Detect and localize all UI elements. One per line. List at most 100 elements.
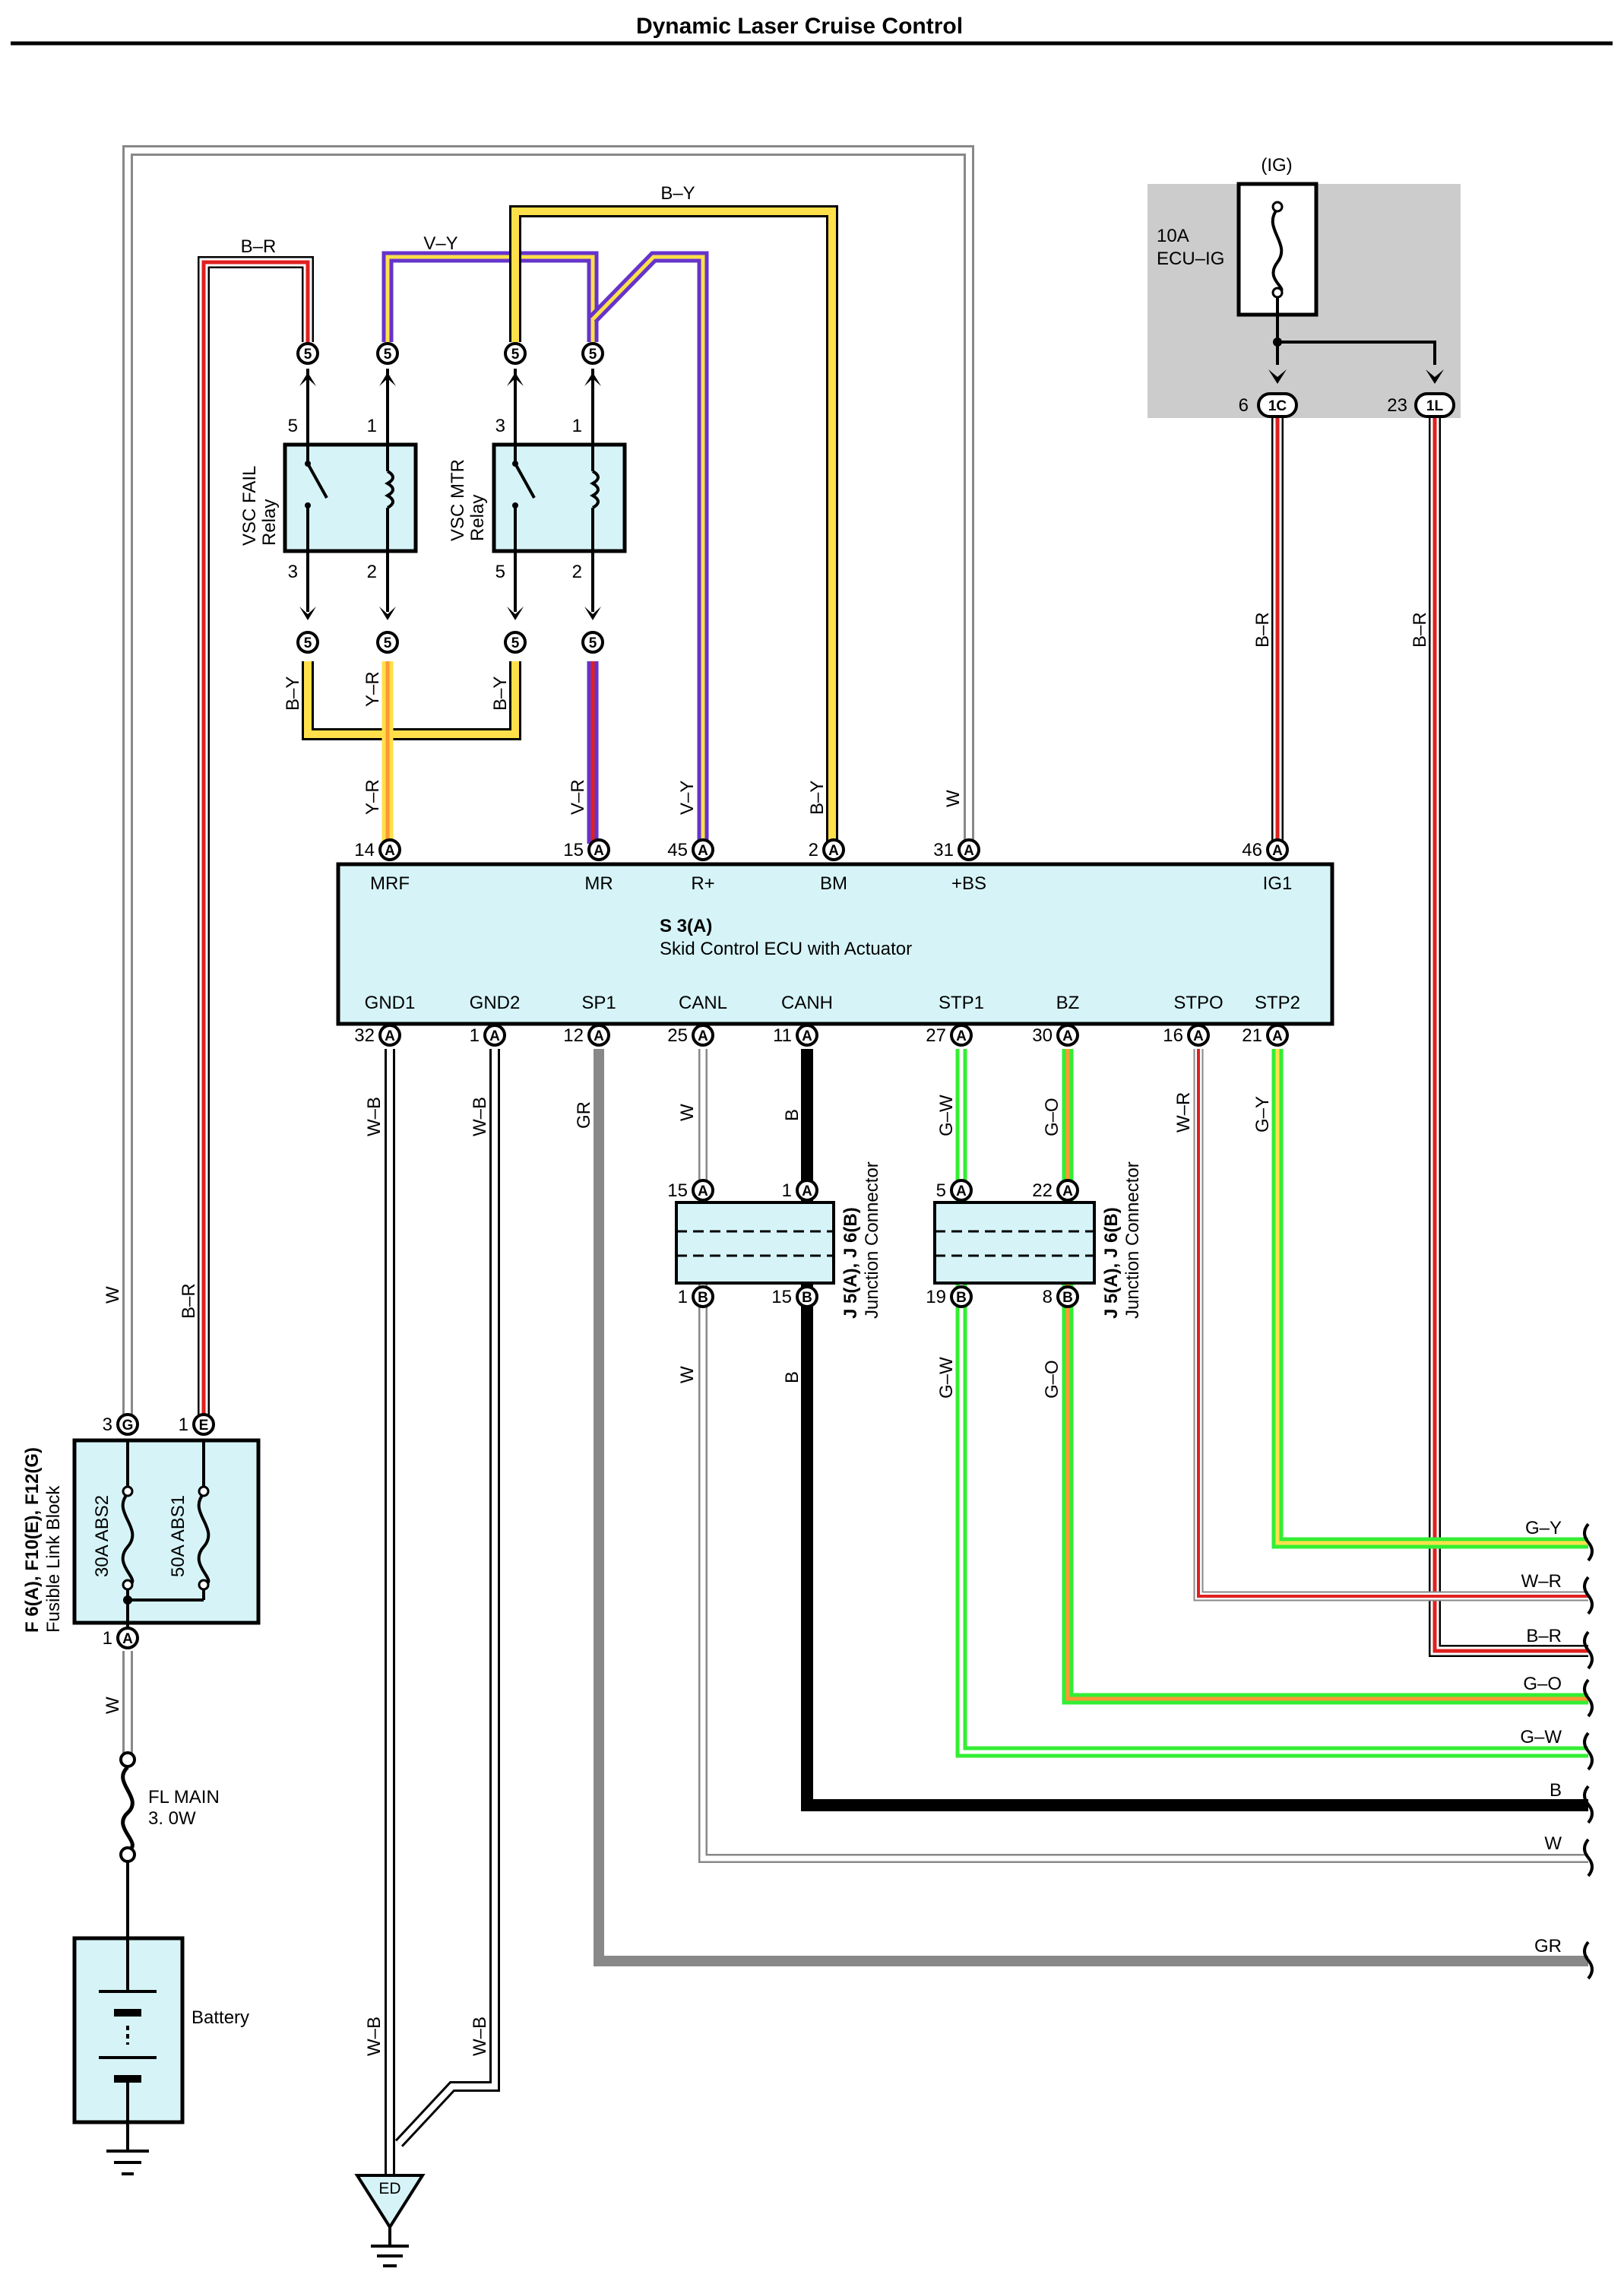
connector-code: B [1062,1290,1073,1306]
connector-code: A [1062,1183,1073,1199]
connector-arrow [1426,369,1444,384]
wire-label: B [782,1109,803,1121]
connector-arrow [584,607,601,620]
ecu-pin-canl: A [692,1024,714,1047]
connector-arrow [584,372,601,386]
mtr-relay-sub: Relay [467,495,488,541]
output-wire-label: W–R [1521,1571,1562,1592]
battery-label: Battery [192,2007,249,2028]
pin-name: MR [584,873,613,894]
pin-name: GND1 [365,993,416,1013]
fuse-terminal [122,1579,134,1591]
connector-arrow [379,372,396,386]
pin-number: 25 [667,1025,688,1046]
wire-label: W–B [364,2017,385,2056]
pin-number: 1 [470,1025,480,1046]
fuse-terminal [1271,201,1284,213]
ig-junction-wire [1276,297,1436,365]
wire-br-out [1429,418,1588,1657]
pin-number: 2 [572,562,582,582]
fuse-terminal [198,1485,210,1497]
pin-number: 6 [1239,395,1249,416]
wire-label: G–O [1042,1360,1062,1399]
fuse-element-icon [1271,208,1284,294]
relay-connector-bottom: 5 [504,631,527,654]
wire-label: W [943,790,964,807]
connector-arrow [507,372,524,386]
connector-code: 5 [511,635,520,651]
ecu-id: S 3(A) [660,916,712,936]
pin-number: 15 [771,1287,792,1307]
ecu-pin-stp2: A [1266,1024,1289,1047]
ecu-pin-stpo: A [1187,1024,1210,1047]
fusible-pin-e: E [192,1413,215,1436]
pin-number: 15 [563,840,584,860]
fusible-name: Fusible Link Block [43,1485,64,1633]
ecu-pin-canh: A [796,1024,818,1047]
connector-code: B [956,1290,967,1306]
wire-stp2 [1271,1049,1588,1549]
wire-label: Y–R [362,779,383,815]
relay-connector-top: 5 [296,342,319,365]
connector-arrow [1268,369,1287,384]
pin-number: 5 [936,1180,946,1201]
wire-label: W [103,1697,123,1714]
pin-number: 14 [354,840,375,860]
wire-label: W–B [470,2017,490,2056]
pin-number: 8 [1043,1287,1053,1307]
pin-number: 27 [926,1025,946,1046]
junction-pin-a: A [692,1179,714,1202]
output-wire-label: G–W [1520,1727,1562,1747]
wire-label: G–O [1042,1098,1062,1136]
diagram-title: Dynamic Laser Cruise Control [636,14,963,39]
pin-name: SP1 [581,993,616,1013]
fuse-label: 30A ABS2 [92,1495,112,1577]
fl-main-fuse-icon [121,1766,135,1853]
splice-point [1273,337,1282,347]
output-wire-label: G–O [1523,1674,1562,1694]
wire-label: B–Y [807,781,828,815]
relay-connector-top: 5 [376,342,399,365]
wire-label: B–Y [283,676,303,711]
wire-w-bs [122,145,974,1424]
connector-1l-label: 1L [1426,398,1444,414]
ecu-pin-bs: A [958,838,980,861]
connector-code: A [385,843,395,859]
pin-number: 32 [354,1025,375,1046]
fuse-terminal [198,1579,210,1591]
connector-code: A [698,1028,708,1044]
pin-number: 1 [572,416,582,436]
connector-code: A [1193,1028,1204,1044]
connector-code: A [1272,843,1283,859]
relay-connector-top: 5 [581,342,604,365]
wire-label: V–Y [677,781,698,815]
ecu-pin-bz: A [1056,1024,1079,1047]
pin-name: R+ [691,873,714,894]
splice-point [123,1595,132,1605]
junction-pin-b: B [796,1285,818,1308]
ecu-pin-gnd2: A [483,1024,506,1047]
pin-number: 23 [1387,395,1407,416]
connector-code: 5 [304,635,312,651]
wire-label: W [677,1366,698,1383]
pin-number: 22 [1032,1180,1053,1201]
fl-main-label: FL MAIN [148,1787,220,1808]
fl-main-rating: 3. 0W [148,1808,196,1829]
fuse-terminal [1271,287,1284,299]
fuse-terminal [119,1846,136,1863]
ecu-pin-mr: A [587,838,610,861]
junction-pin-a: A [796,1179,818,1202]
connector-code: A [956,1183,967,1199]
output-wire-label: W [1544,1833,1562,1854]
connector-code: A [698,843,708,859]
wire-label: W–B [470,1097,490,1136]
wire-label: W–R [1173,1092,1194,1133]
connector-arrow [299,372,316,386]
ecu-ig-amps: 10A [1157,226,1189,246]
wire-label: V–Y [423,233,457,254]
pin-number: 5 [288,416,298,436]
